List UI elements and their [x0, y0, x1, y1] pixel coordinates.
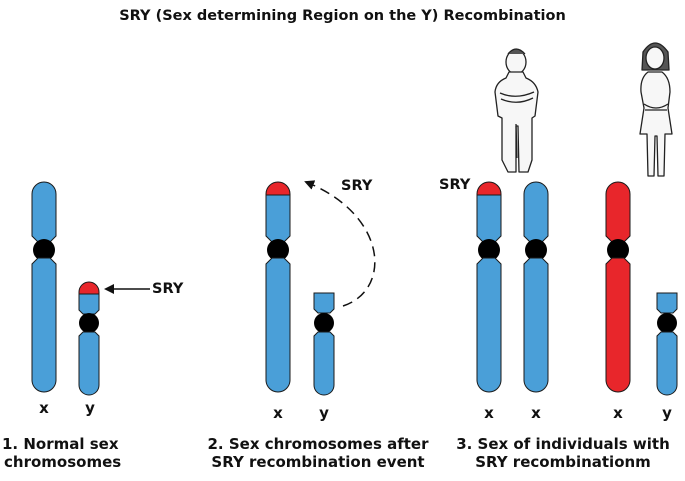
chromosome-arm: [78, 331, 100, 396]
caption-line: chromosomes: [4, 453, 122, 471]
chromosome-arm: [313, 292, 335, 314]
centromere: [33, 239, 55, 261]
chromosome-arm: [31, 257, 57, 393]
chromosome-arm: [78, 293, 100, 315]
caption-line: 2. Sex chromosomes after: [207, 435, 429, 453]
chromosome-arm: [523, 181, 549, 243]
caption-line: SRY recombination event: [211, 453, 425, 471]
diagram-title: SRY (Sex determining Region on the Y) Re…: [119, 8, 566, 24]
female-figure-icon: [639, 42, 673, 177]
chromosome-label-y: y: [85, 399, 95, 417]
caption-panel-1: 1. Normal sex chromosomes: [2, 435, 152, 471]
chromosome-label-x: x: [273, 404, 283, 422]
caption-line: 3. Sex of individuals with: [456, 435, 670, 453]
chromosome-arm: [476, 257, 502, 393]
panel-3: [476, 42, 678, 396]
x-chromosome-sry-male: [476, 181, 502, 393]
male-figure-icon: [494, 48, 539, 173]
centromere: [525, 239, 547, 261]
x-chromosome-male: [523, 181, 549, 393]
centromere: [657, 313, 677, 333]
chromosome-arm: [656, 331, 678, 396]
chromosome-arm: [313, 331, 335, 396]
chromosome-arm: [656, 292, 678, 314]
x-chromosome-female: [605, 181, 631, 393]
chromosome-arm: [476, 194, 502, 243]
chromosome-arm: [523, 257, 549, 393]
chromosome-arm: [265, 257, 291, 393]
caption-line: SRY recombinationm: [475, 453, 651, 471]
caption-panel-3: 3. Sex of individuals with SRY recombina…: [443, 435, 683, 471]
centromere: [267, 239, 289, 261]
chromosome-label-x: x: [531, 404, 541, 422]
centromere: [314, 313, 334, 333]
x-chromosome-normal: [31, 181, 57, 393]
panel-2: [265, 180, 376, 396]
centromere: [478, 239, 500, 261]
x-chromosome-recombined: [265, 181, 291, 393]
y-chromosome-without-sry: [313, 292, 335, 396]
y-chromosome-normal: [78, 281, 100, 396]
chromosome-arm: [265, 194, 291, 243]
chromosome-label-y: y: [662, 404, 672, 422]
centromere: [79, 313, 99, 333]
chromosome-label-x: x: [484, 404, 494, 422]
sry-segment: [476, 181, 502, 196]
chromosome-label-x: x: [39, 399, 49, 417]
sry-segment: [78, 281, 100, 295]
y-chromosome-female: [656, 292, 678, 396]
sry-label-panel-2: SRY: [341, 178, 373, 194]
chromosome-arm: [605, 257, 631, 393]
caption-line: 1. Normal sex: [2, 435, 119, 453]
sry-label-panel-3: SRY: [439, 177, 471, 193]
panel-1: [31, 181, 150, 396]
centromere: [607, 239, 629, 261]
caption-panel-2: 2. Sex chromosomes after SRY recombinati…: [202, 435, 434, 471]
sry-segment: [265, 181, 291, 196]
sry-label-panel-1: SRY: [152, 281, 184, 297]
chromosome-label-y: y: [319, 404, 329, 422]
chromosome-label-x: x: [613, 404, 623, 422]
recombination-arrow: [304, 180, 376, 307]
chromosome-arm: [31, 181, 57, 243]
chromosome-arm: [605, 181, 631, 243]
